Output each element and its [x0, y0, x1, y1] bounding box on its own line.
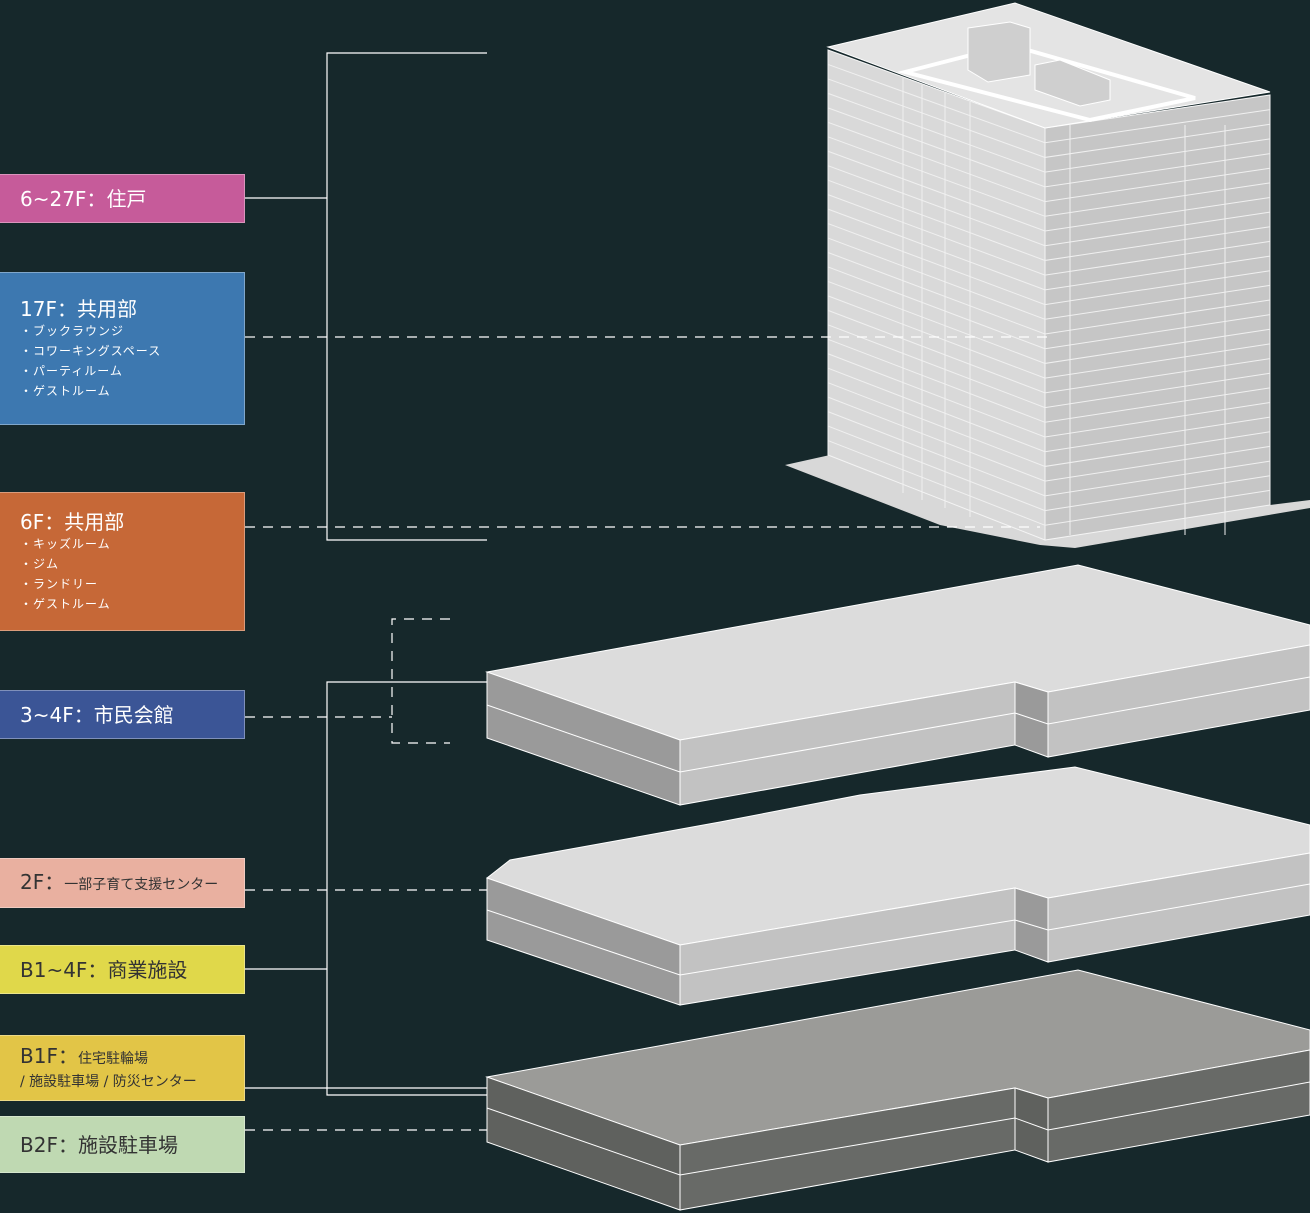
- podium-3-4f: [485, 564, 1310, 806]
- label-residences: 6~27F：住戸: [0, 174, 245, 223]
- use-name: 施設駐車場: [77, 1132, 178, 1157]
- use-name: 市民会館: [93, 702, 174, 727]
- use-name: 商業施設: [107, 957, 188, 982]
- facility-item: ・ジム: [20, 556, 60, 571]
- floor-range: B1F：: [20, 1043, 78, 1068]
- residential-tower: [785, 2, 1310, 548]
- label-commercial: B1~4F：商業施設: [0, 945, 245, 994]
- facility-item: ・キッズルーム: [20, 536, 111, 551]
- use-name-line2: / 施設駐車場 / 防災センター: [20, 1073, 197, 1090]
- connector-lines: [245, 52, 1050, 1131]
- basement-b1-b2: [485, 969, 1310, 1211]
- label-17f-common: 17F：共用部 ・ブックラウンジ ・コワーキングスペース ・パーティルーム ・ゲ…: [0, 272, 245, 425]
- facility-item: ・ランドリー: [20, 576, 99, 591]
- label-childcare-center: 2F：一部子育て支援センター: [0, 858, 245, 908]
- floor-range: 17F：: [20, 296, 77, 321]
- label-6f-common: 6F：共用部 ・キッズルーム ・ジム ・ランドリー ・ゲストルーム: [0, 492, 245, 631]
- facility-item: ・パーティルーム: [20, 363, 123, 378]
- use-name: 一部子育て支援センター: [64, 876, 219, 893]
- facility-item: ・ゲストルーム: [20, 383, 111, 398]
- facility-item: ・ゲストルーム: [20, 596, 111, 611]
- label-civic-hall: 3~4F：市民会館: [0, 690, 245, 739]
- use-name: 共用部: [64, 509, 125, 534]
- use-name: 住戸: [106, 186, 147, 211]
- label-b1f: B1F：住宅駐輪場 / 施設駐車場 / 防災センター: [0, 1035, 245, 1101]
- facility-item: ・コワーキングスペース: [20, 343, 162, 358]
- use-name: 共用部: [76, 296, 137, 321]
- floor-range: 6F：: [20, 509, 65, 534]
- floor-range: 2F：: [20, 869, 65, 894]
- commercial-2f: [485, 766, 1310, 1006]
- label-b2f: B2F：施設駐車場: [0, 1116, 245, 1173]
- facility-item: ・ブックラウンジ: [20, 323, 125, 338]
- floor-range: 3~4F：: [20, 702, 94, 727]
- floor-range: 6~27F：: [20, 186, 107, 211]
- floor-range: B1~4F：: [20, 957, 108, 982]
- use-name: 住宅駐輪場: [77, 1050, 148, 1067]
- floor-range: B2F：: [20, 1132, 78, 1157]
